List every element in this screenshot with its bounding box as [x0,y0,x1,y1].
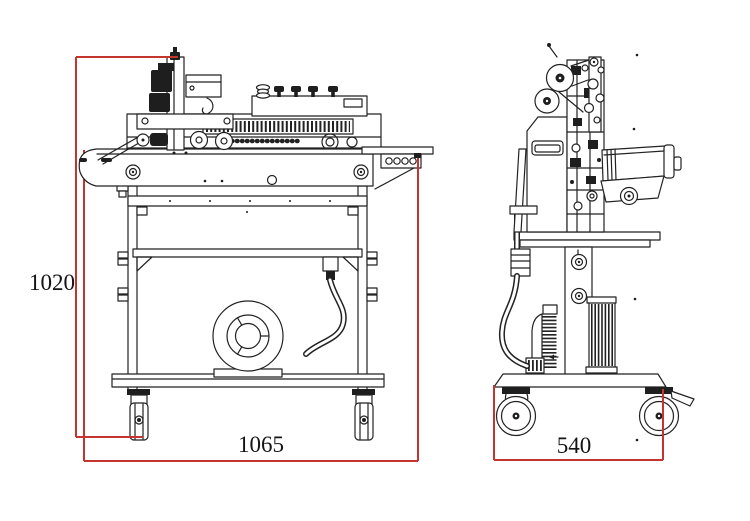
front-view [79,47,433,440]
side-left-caster [497,387,536,436]
coder-head [137,47,233,150]
front-right-caster [352,389,375,440]
dimension-1065: 1065 [84,153,421,461]
dimension-1020: 1020 [29,57,178,437]
pump-motor [526,305,558,373]
toroid-transformer [213,301,283,377]
conveyor-table [79,136,373,213]
star-knob [572,255,587,270]
frame-bolts [117,185,377,301]
outfeed-extension [362,147,433,189]
drive-motor [601,145,681,205]
tension-knob-right [354,165,368,179]
dimension-540: 540 [494,385,663,460]
side-view [494,43,695,442]
film-reels [535,43,604,132]
stand-frame [112,185,384,390]
beacon-stack [257,85,270,98]
power-cable [306,257,344,354]
control-panel [252,85,367,116]
star-knob [572,289,587,304]
front-left-caster [127,389,150,440]
side-right-caster [640,387,695,436]
dimension-label-1065: 1065 [238,432,284,457]
tension-knob-left [126,165,140,179]
dimension-annotations: 1020 1065 540 [29,57,663,461]
side-cabinet [510,117,567,232]
dimension-label-540: 540 [557,433,592,458]
panel-knobs [274,86,338,97]
dimension-label-1020: 1020 [29,270,75,295]
side-base [494,374,666,387]
ink-specks [632,53,639,442]
finned-blower [586,297,617,373]
